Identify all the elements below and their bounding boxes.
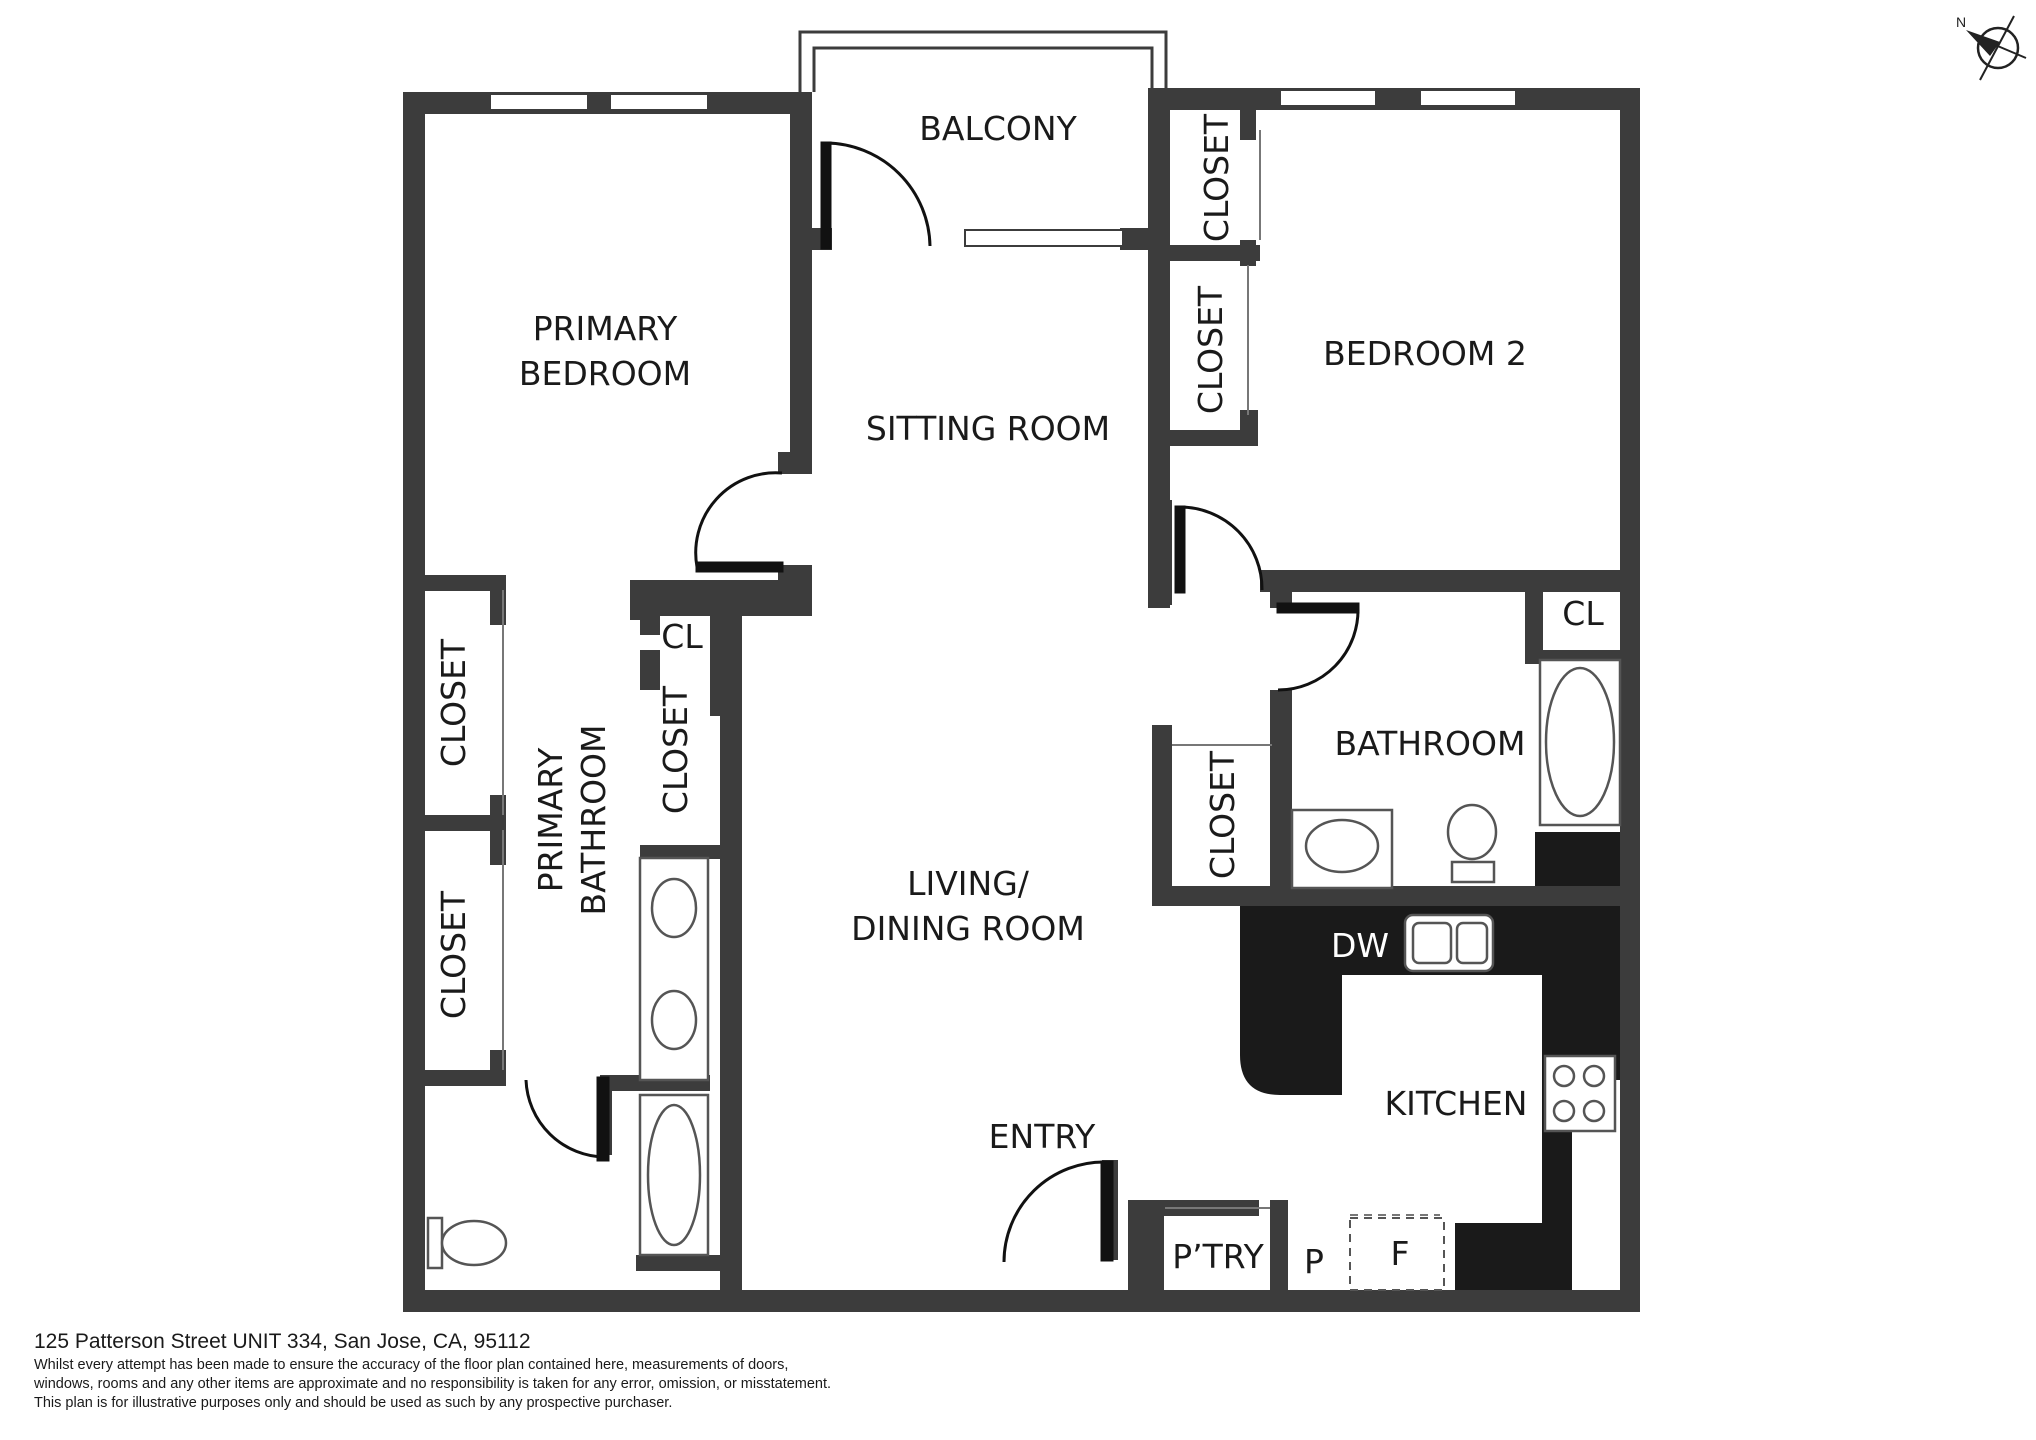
sink-icon	[650, 989, 698, 1051]
closet-doors	[502, 130, 1440, 1216]
fixtures	[426, 658, 1622, 1270]
balcony-outline	[798, 30, 1168, 92]
label-primary-bathroom-2: BATHROOM	[574, 725, 613, 916]
label-closet-2: CLOSET	[1191, 285, 1230, 414]
label-kitchen: KITCHEN	[1385, 1084, 1528, 1123]
label-bedroom-2: BEDROOM 2	[1323, 334, 1527, 373]
label-living-1: LIVING/	[907, 864, 1030, 903]
sink-icon	[1304, 818, 1380, 874]
label-dw: DW	[1331, 926, 1389, 965]
address: 125 Patterson Street UNIT 334, San Jose,…	[34, 1330, 531, 1353]
toilet-icon	[1446, 803, 1498, 861]
label-cl-2: CL	[1562, 594, 1604, 633]
floor-plan: BALCONY PRIMARY BEDROOM SITTING ROOM BED…	[403, 14, 2027, 1312]
bathtub-icon	[646, 1103, 702, 1247]
label-entry: ENTRY	[989, 1117, 1097, 1156]
label-closet-5: CLOSET	[656, 685, 695, 814]
room-labels: BALCONY PRIMARY BEDROOM SITTING ROOM BED…	[434, 109, 1604, 1281]
label-balcony: BALCONY	[919, 109, 1077, 148]
fridge-outline	[1349, 1217, 1445, 1291]
windows	[489, 89, 1517, 247]
label-primary-bathroom-1: PRIMARY	[531, 747, 570, 892]
sink-icon	[650, 877, 698, 939]
label-bathroom: BATHROOM	[1335, 724, 1526, 763]
compass-label: N	[1956, 14, 1966, 30]
stove-icon	[1543, 1054, 1617, 1133]
compass-icon: N	[1956, 14, 2027, 81]
toilet-icon	[426, 1216, 444, 1270]
label-pantry: P’TRY	[1172, 1237, 1264, 1276]
label-cl-1: CL	[661, 617, 703, 656]
disclaimer-line-3: This plan is for illustrative purposes o…	[34, 1395, 673, 1411]
label-sitting-room: SITTING ROOM	[866, 409, 1110, 448]
disclaimer-line-2: windows, rooms and any other items are a…	[34, 1376, 832, 1392]
label-p: P	[1304, 1242, 1324, 1281]
doors	[524, 141, 1360, 1263]
bathtub-icon	[1544, 666, 1616, 818]
label-closet-3: CLOSET	[434, 638, 473, 767]
label-living-2: DINING ROOM	[851, 909, 1085, 948]
label-primary-bedroom-1: PRIMARY	[533, 309, 678, 348]
disclaimer-line-1: Whilst every attempt has been made to en…	[34, 1357, 789, 1373]
label-closet-1: CLOSET	[1197, 113, 1236, 242]
label-closet-4: CLOSET	[434, 890, 473, 1019]
label-primary-bedroom-2: BEDROOM	[519, 354, 691, 393]
footer: 125 Patterson Street UNIT 334, San Jose,…	[34, 1330, 831, 1413]
label-closet-6: CLOSET	[1203, 750, 1242, 879]
label-f: F	[1391, 1234, 1410, 1273]
